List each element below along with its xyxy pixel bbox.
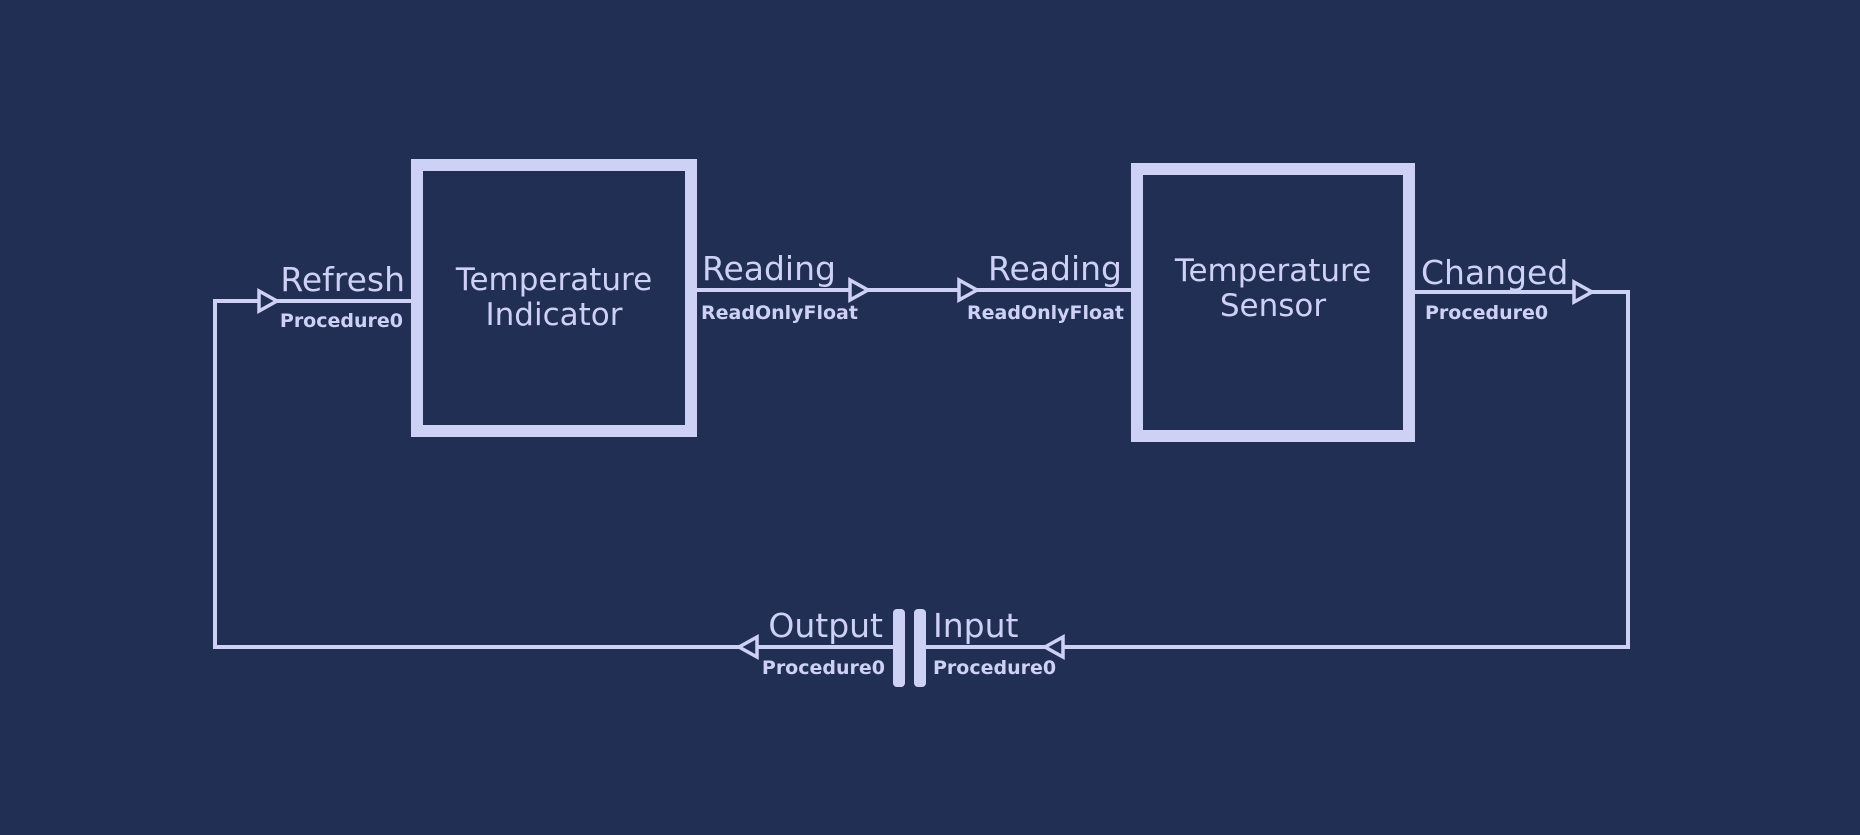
port-label-reading-out: Reading bbox=[702, 249, 836, 288]
node-temperature-sensor[interactable]: Temperature Sensor bbox=[1131, 163, 1415, 442]
connector-bar-input[interactable] bbox=[914, 609, 926, 687]
arrowhead-left-icon bbox=[735, 634, 759, 660]
arrowhead-left-icon bbox=[1041, 634, 1065, 660]
arrowhead-right-icon bbox=[1572, 279, 1596, 305]
port-label-reading-in: Reading bbox=[988, 249, 1122, 288]
arrowhead-right-icon bbox=[957, 277, 981, 303]
port-label-output: Output bbox=[768, 606, 883, 645]
port-type-changed: Procedure0 bbox=[1425, 302, 1549, 324]
wire-right-vertical[interactable] bbox=[1626, 290, 1630, 649]
node-title: Indicator bbox=[485, 297, 623, 333]
arrowhead-right-icon bbox=[257, 288, 281, 314]
port-type-reading-out: ReadOnlyFloat bbox=[701, 302, 858, 324]
wire-changed[interactable] bbox=[1415, 290, 1628, 294]
wire-input[interactable] bbox=[926, 645, 1628, 649]
port-label-refresh: Refresh bbox=[280, 260, 405, 299]
port-label-changed: Changed bbox=[1421, 253, 1569, 292]
node-title: Temperature bbox=[1174, 252, 1372, 289]
port-type-output: Procedure0 bbox=[761, 657, 885, 679]
node-title: Sensor bbox=[1219, 287, 1327, 324]
port-type-input: Procedure0 bbox=[933, 657, 1057, 679]
wire-left-vertical[interactable] bbox=[213, 299, 217, 649]
connector-bar-output[interactable] bbox=[893, 609, 905, 687]
port-type-reading-in: ReadOnlyFloat bbox=[967, 302, 1124, 324]
wire-refresh[interactable] bbox=[213, 299, 411, 303]
node-title: Temperature bbox=[455, 262, 653, 298]
wire-reading[interactable] bbox=[697, 288, 1131, 292]
port-label-input: Input bbox=[933, 606, 1019, 645]
arrowhead-right-icon bbox=[848, 277, 872, 303]
wire-output[interactable] bbox=[213, 645, 893, 649]
node-temperature-indicator[interactable]: Temperature Indicator bbox=[411, 159, 697, 437]
port-type-refresh: Procedure0 bbox=[279, 310, 403, 332]
